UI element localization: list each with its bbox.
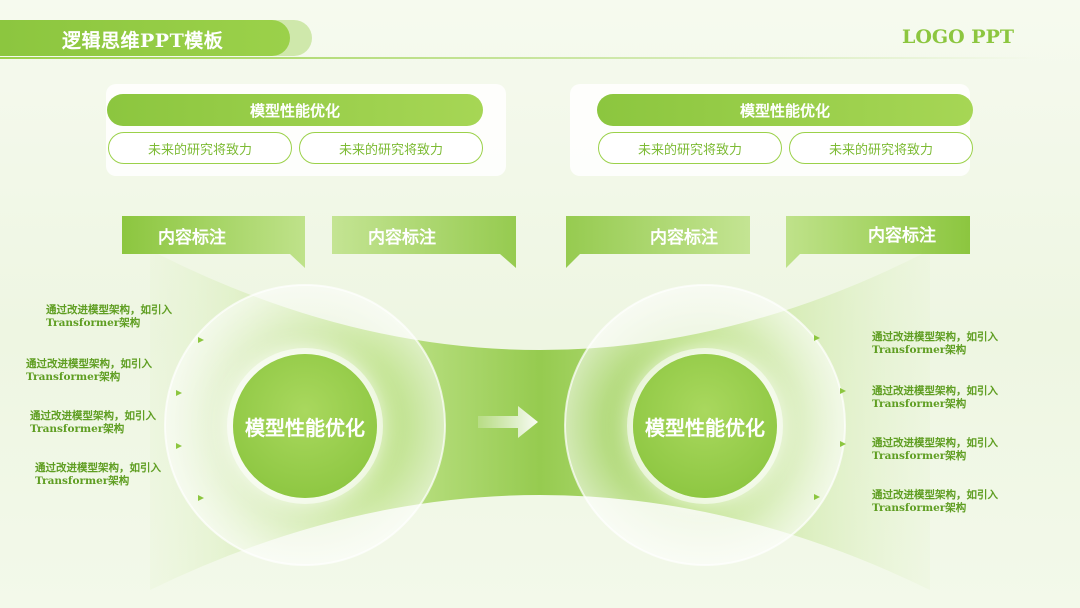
panel-right-heading: 模型性能优化 bbox=[597, 94, 973, 126]
header-divider bbox=[0, 57, 1040, 59]
note-line: 通过改进模型架构，如引入 bbox=[35, 462, 161, 474]
panel-right-pill-2: 未来的研究将致力 bbox=[789, 132, 973, 164]
note-left-4: 通过改进模型架构，如引入 Transformer架构 bbox=[35, 462, 161, 488]
note-line: 通过改进模型架构，如引入 bbox=[872, 385, 998, 397]
note-left-2: 通过改进模型架构，如引入 Transformer架构 bbox=[26, 358, 152, 384]
note-line: 通过改进模型架构，如引入 bbox=[26, 358, 152, 370]
note-line: 通过改进模型架构，如引入 bbox=[872, 489, 998, 501]
note-left-3: 通过改进模型架构，如引入 Transformer架构 bbox=[30, 410, 156, 436]
note-line: Transformer架构 bbox=[872, 450, 967, 462]
page-title: 逻辑思维PPT模板 bbox=[62, 30, 224, 52]
panel-left-heading: 模型性能优化 bbox=[107, 94, 483, 126]
note-line: 通过改进模型架构，如引入 bbox=[30, 410, 156, 422]
note-line: 通过改进模型架构，如引入 bbox=[872, 331, 998, 343]
note-line: Transformer架构 bbox=[872, 502, 967, 514]
right-circle: 模型性能优化 bbox=[633, 354, 777, 498]
tag-4: 内容标注 bbox=[868, 225, 936, 246]
panel-left-pill-2: 未来的研究将致力 bbox=[299, 132, 483, 164]
note-line: Transformer架构 bbox=[35, 475, 130, 487]
arrow-right-icon bbox=[478, 406, 538, 438]
note-line: Transformer架构 bbox=[872, 398, 967, 410]
note-right-2: 通过改进模型架构，如引入 Transformer架构 bbox=[872, 385, 998, 411]
left-circle: 模型性能优化 bbox=[233, 354, 377, 498]
note-right-3: 通过改进模型架构，如引入 Transformer架构 bbox=[872, 437, 998, 463]
note-right-4: 通过改进模型架构，如引入 Transformer架构 bbox=[872, 489, 998, 515]
note-line: Transformer架构 bbox=[30, 423, 125, 435]
title-bar bbox=[0, 20, 290, 56]
tag-3: 内容标注 bbox=[650, 227, 718, 248]
panel-left-pill-1: 未来的研究将致力 bbox=[108, 132, 292, 164]
tag-2: 内容标注 bbox=[368, 227, 436, 248]
logo: LOGO PPT bbox=[901, 26, 1014, 48]
note-line: Transformer架构 bbox=[46, 317, 141, 329]
note-left-1: 通过改进模型架构，如引入 Transformer架构 bbox=[46, 304, 172, 330]
panel-right-pill-1: 未来的研究将致力 bbox=[598, 132, 782, 164]
note-line: Transformer架构 bbox=[26, 371, 121, 383]
tag-1: 内容标注 bbox=[158, 227, 226, 248]
note-line: 通过改进模型架构，如引入 bbox=[872, 437, 998, 449]
note-line: Transformer架构 bbox=[872, 344, 967, 356]
note-right-1: 通过改进模型架构，如引入 Transformer架构 bbox=[872, 331, 998, 357]
note-line: 通过改进模型架构，如引入 bbox=[46, 304, 172, 316]
